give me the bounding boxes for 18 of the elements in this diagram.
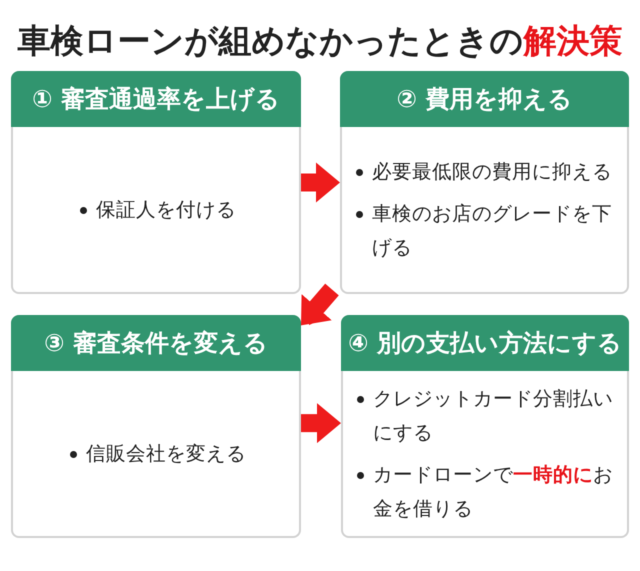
- list-item: 車検のお店のグレードを下げる: [372, 200, 613, 260]
- arrow: [301, 162, 340, 202]
- list-item: 保証人を付ける: [96, 196, 236, 222]
- step-card: [11, 315, 301, 538]
- card-heading: ④ 別の支払い方法にする: [341, 315, 629, 371]
- list-item: 必要最低限の費用に抑える: [372, 158, 612, 184]
- arrow: [300, 280, 341, 326]
- title: 車検ローンが組めなかったときの解決策: [18, 20, 622, 62]
- step-card: [11, 71, 301, 294]
- card-heading: ① 審査通過率を上げる: [11, 71, 301, 127]
- arrow: [301, 403, 341, 444]
- card-heading: ③ 審査条件を変える: [11, 315, 301, 371]
- list-item: カードローンで一時的にお金を借りる: [373, 462, 614, 522]
- step-card: [340, 71, 629, 294]
- list-item: クレジットカード分割払いにする: [373, 386, 614, 446]
- card-heading: ② 費用を抑える: [340, 71, 629, 127]
- step-card: [341, 315, 629, 538]
- list-item: 信販会社を変える: [86, 440, 246, 466]
